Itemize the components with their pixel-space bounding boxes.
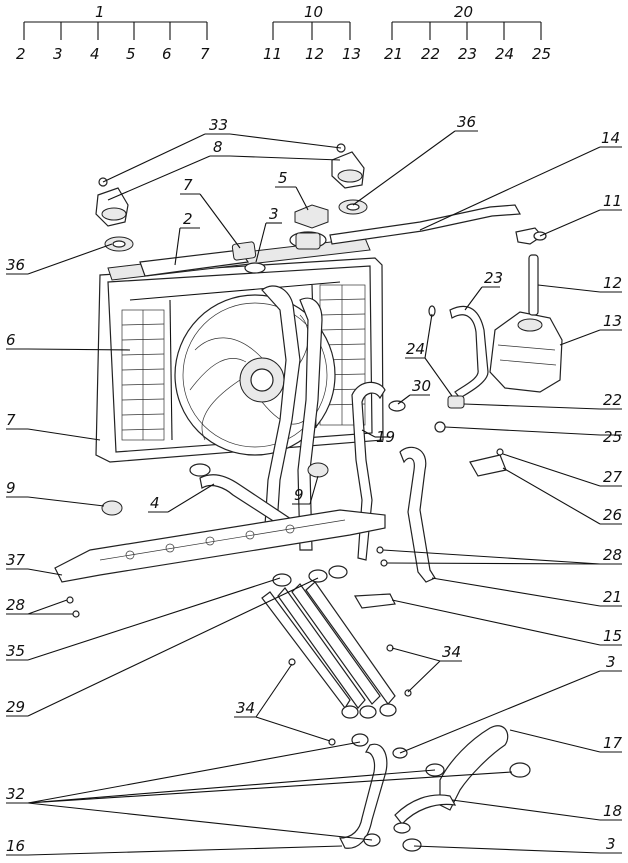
- lower-hoses: [339, 725, 531, 852]
- callout-label: 9: [6, 479, 16, 497]
- callout-label: 34: [442, 643, 461, 661]
- callout-label: 7: [6, 411, 16, 429]
- callout-label: 26: [603, 506, 622, 524]
- group-child-label: 23: [458, 45, 477, 63]
- reservoir-hoses: [399, 305, 489, 583]
- radiator-assembly: [95, 237, 384, 463]
- callout-label: 19: [376, 428, 395, 446]
- callout-label: 25: [603, 428, 622, 446]
- group-child-label: 5: [126, 45, 136, 63]
- callout-label: 3: [606, 835, 616, 853]
- callout-label: 36: [457, 113, 476, 131]
- group-tree-1: 1 2 3 4 5 6 7: [16, 3, 210, 63]
- callout-label: 36: [6, 256, 25, 274]
- group-child-label: 21: [384, 45, 403, 63]
- callout-label: 37: [6, 551, 26, 569]
- callout-label: 28: [6, 596, 25, 614]
- callout-label: 3: [606, 653, 616, 671]
- group-child-label: 2: [16, 45, 26, 63]
- callout-label: 27: [603, 468, 623, 486]
- callout-label: 14: [601, 129, 620, 147]
- callout-label: 30: [412, 377, 431, 395]
- callout-labels: 33 36 14 8 5 7 11 2 3 36 12 23 13 6 24 3…: [6, 113, 623, 855]
- callout-label: 2: [183, 210, 193, 228]
- bracket-26: [469, 448, 507, 477]
- group-child-label: 3: [53, 45, 63, 63]
- callout-label: 21: [603, 588, 622, 606]
- group-child-label: 7: [200, 45, 210, 63]
- callout-label: 12: [603, 274, 622, 292]
- callout-label: 3: [269, 205, 279, 223]
- crossmember: [54, 509, 386, 583]
- callout-label: 17: [603, 734, 623, 752]
- group-child-label: 6: [162, 45, 172, 63]
- group-child-label: 24: [495, 45, 514, 63]
- leader-lines: [6, 130, 622, 856]
- callout-label: 32: [6, 785, 25, 803]
- callout-label: 33: [209, 116, 228, 134]
- lower-radiator-hoses: [261, 285, 323, 551]
- callout-label: 15: [603, 627, 622, 645]
- callout-label: 24: [406, 340, 425, 358]
- callout-label: 4: [150, 494, 160, 512]
- group-parent-label: 1: [95, 3, 105, 21]
- callout-label: 16: [6, 837, 25, 855]
- callout-label: 23: [484, 269, 503, 287]
- callout-label: 5: [278, 169, 288, 187]
- filler-neck: [289, 204, 329, 250]
- group-child-label: 22: [421, 45, 440, 63]
- group-child-label: 4: [90, 45, 100, 63]
- group-parent-label: 20: [454, 3, 473, 21]
- callout-label: 22: [603, 391, 622, 409]
- group-child-label: 12: [305, 45, 324, 63]
- group-child-label: 25: [532, 45, 551, 63]
- callout-label: 9: [294, 486, 304, 504]
- reservoir-tank: [489, 227, 563, 393]
- callout-label: 7: [183, 176, 193, 194]
- group-parent-label: 10: [304, 3, 323, 21]
- upper-hose: [139, 241, 266, 277]
- callout-label: 11: [603, 192, 622, 210]
- callout-label: 34: [236, 699, 255, 717]
- callout-label: 29: [6, 698, 25, 716]
- callout-label: 28: [603, 546, 622, 564]
- callout-label: 6: [6, 331, 16, 349]
- callout-label: 13: [603, 312, 622, 330]
- callout-label: 35: [6, 642, 25, 660]
- overflow-pipe: [329, 204, 521, 245]
- callout-label: 18: [603, 802, 622, 820]
- callout-label: 8: [213, 138, 223, 156]
- pipe-bundle: [261, 565, 397, 747]
- group-tree-10: 10 11 12 13: [263, 3, 361, 63]
- group-child-label: 11: [263, 45, 282, 63]
- group-child-label: 13: [342, 45, 361, 63]
- group-tree-20: 20 21 22 23 24 25: [384, 3, 551, 63]
